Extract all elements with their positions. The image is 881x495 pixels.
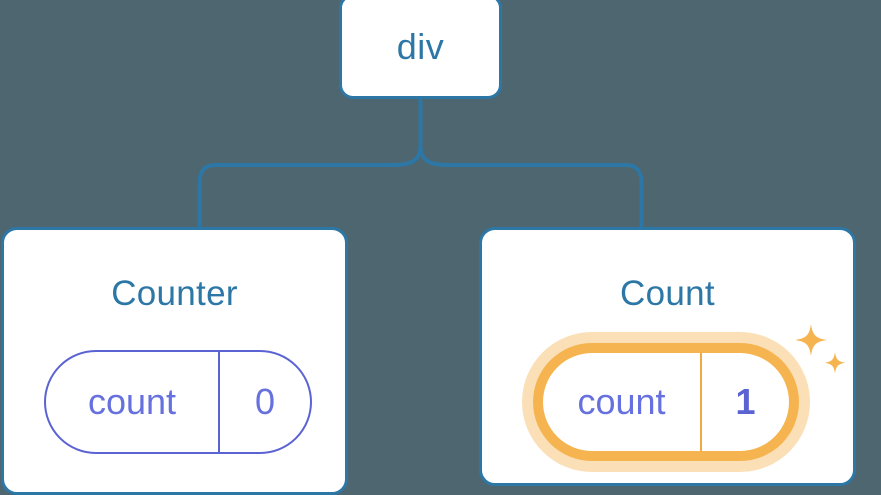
card-counter-title: Counter <box>111 274 238 313</box>
state-chip-key: count <box>46 352 220 452</box>
state-chip-value: 0 <box>254 381 276 422</box>
node-div[interactable]: div <box>339 0 502 99</box>
state-chip-count[interactable]: count 0 <box>44 350 312 454</box>
state-chip-value: 1 <box>735 381 756 422</box>
card-count-title: Count <box>620 274 715 313</box>
state-chip-body: count 1 <box>543 353 789 451</box>
edge-to-left-child <box>197 144 423 230</box>
sparkle-small-icon <box>824 352 846 374</box>
card-counter[interactable]: Counter count 0 <box>1 227 348 495</box>
state-chip-count-highlighted[interactable]: count 1 <box>522 332 810 472</box>
state-chip-key: count <box>543 353 702 451</box>
card-count[interactable]: Count count 1 <box>479 227 856 486</box>
node-div-label: div <box>396 25 445 67</box>
edge-to-right-child <box>418 144 644 230</box>
